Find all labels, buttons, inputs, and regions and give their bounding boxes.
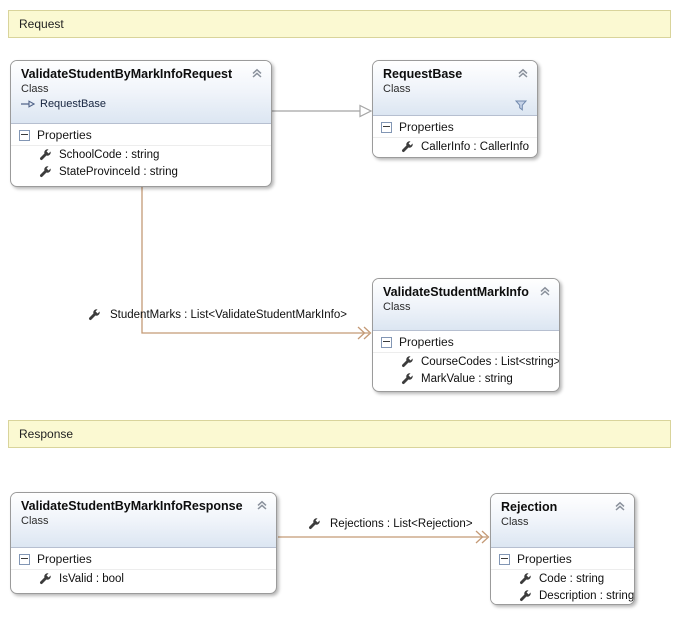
class-header: RequestBase Class — [373, 61, 537, 115]
property-label: Code : string — [539, 572, 605, 585]
class-title: Rejection — [501, 500, 558, 514]
property-wrench-icon — [401, 141, 413, 153]
properties-compartment: Properties SchoolCode : string StateProv… — [11, 123, 271, 180]
property-row[interactable]: Description : string — [491, 587, 634, 604]
properties-label: Properties — [399, 335, 454, 349]
properties-label: Properties — [399, 120, 454, 134]
section-comment-request[interactable]: Request — [8, 10, 671, 38]
association-arrowhead-icon — [481, 530, 490, 544]
property-row[interactable]: Code : string — [491, 570, 634, 587]
minus-box-icon[interactable] — [19, 129, 30, 141]
property-label: MarkValue : string — [421, 372, 513, 385]
property-row[interactable]: MarkValue : string — [373, 370, 559, 387]
minus-box-icon[interactable] — [499, 553, 510, 565]
section-label: Response — [19, 427, 74, 441]
association-rejections-connector[interactable] — [278, 530, 490, 544]
class-title: ValidateStudentMarkInfo — [383, 285, 529, 299]
association-arrowhead-icon — [363, 326, 372, 340]
properties-label: Properties — [37, 552, 92, 566]
collapse-chevron-icon[interactable] — [256, 500, 268, 510]
inheritance-connector[interactable] — [272, 104, 373, 118]
minus-box-icon[interactable] — [19, 553, 30, 565]
section-label: Request — [19, 17, 64, 31]
property-wrench-icon — [519, 573, 531, 585]
property-wrench-icon — [39, 573, 51, 585]
base-type-row: RequestBase — [21, 98, 261, 110]
class-header: ValidateStudentByMarkInfoResponse Class — [11, 493, 276, 547]
collapse-chevron-icon[interactable] — [539, 286, 551, 296]
filter-funnel-icon[interactable] — [515, 100, 527, 111]
association-arrowhead-icon — [357, 326, 366, 340]
class-kind: Class — [501, 516, 529, 528]
properties-header[interactable]: Properties — [11, 124, 271, 146]
property-wrench-icon — [39, 149, 51, 161]
properties-label: Properties — [37, 128, 92, 142]
class-kind: Class — [383, 301, 411, 313]
class-header: Rejection Class — [491, 494, 634, 547]
association-arrowhead-icon — [475, 530, 484, 544]
property-row[interactable]: CallerInfo : CallerInfo — [373, 138, 537, 155]
property-label: CourseCodes : List<string> — [421, 355, 560, 368]
inheritance-icon — [21, 100, 35, 108]
class-title: ValidateStudentByMarkInfoRequest — [21, 67, 233, 81]
properties-label: Properties — [517, 552, 572, 566]
property-label: SchoolCode : string — [59, 148, 160, 161]
property-wrench-icon — [519, 590, 531, 602]
inheritance-arrowhead-icon — [359, 104, 373, 118]
class-title: ValidateStudentByMarkInfoResponse — [21, 499, 243, 513]
property-wrench-icon — [308, 518, 320, 530]
class-title: RequestBase — [383, 67, 463, 81]
properties-header[interactable]: Properties — [373, 331, 559, 353]
properties-compartment: Properties CourseCodes : List<string> Ma… — [373, 330, 559, 387]
properties-compartment: Properties CallerInfo : CallerInfo — [373, 115, 537, 155]
collapse-chevron-icon[interactable] — [517, 68, 529, 78]
minus-box-icon[interactable] — [381, 121, 392, 133]
property-label: Description : string — [539, 589, 635, 602]
class-kind: Class — [21, 83, 49, 95]
property-row[interactable]: SchoolCode : string — [11, 146, 271, 163]
class-box-rejection[interactable]: Rejection Class Properties Code : string — [490, 493, 635, 605]
collapse-chevron-icon[interactable] — [614, 501, 626, 511]
property-label: CallerInfo : CallerInfo — [421, 140, 530, 153]
properties-header[interactable]: Properties — [11, 548, 276, 570]
class-kind: Class — [21, 515, 49, 527]
property-row[interactable]: StateProvinceId : string — [11, 163, 271, 180]
section-comment-response[interactable]: Response — [8, 420, 671, 448]
property-row[interactable]: CourseCodes : List<string> — [373, 353, 559, 370]
class-header: ValidateStudentByMarkInfoRequest Class R… — [11, 61, 271, 123]
class-box-validate-student-by-mark-info-request[interactable]: ValidateStudentByMarkInfoRequest Class R… — [10, 60, 272, 187]
collapse-chevron-icon[interactable] — [251, 68, 263, 78]
property-wrench-icon — [401, 373, 413, 385]
minus-box-icon[interactable] — [381, 336, 392, 348]
class-box-request-base[interactable]: RequestBase Class Properties CallerInfo … — [372, 60, 538, 158]
properties-header[interactable]: Properties — [373, 116, 537, 138]
properties-compartment: Properties Code : string Description : s… — [491, 547, 634, 604]
association-label-studentmarks[interactable]: StudentMarks : List<ValidateStudentMarkI… — [88, 308, 347, 321]
property-wrench-icon — [401, 356, 413, 368]
properties-compartment: Properties IsValid : bool — [11, 547, 276, 587]
properties-header[interactable]: Properties — [491, 548, 634, 570]
association-label-text: Rejections : List<Rejection> — [330, 517, 473, 530]
property-label: IsValid : bool — [59, 572, 124, 585]
property-label: StateProvinceId : string — [59, 165, 178, 178]
base-type-label: RequestBase — [40, 98, 107, 110]
association-label-rejections[interactable]: Rejections : List<Rejection> — [308, 517, 473, 530]
property-wrench-icon — [39, 166, 51, 178]
class-header: ValidateStudentMarkInfo Class — [373, 279, 559, 330]
class-box-validate-student-mark-info[interactable]: ValidateStudentMarkInfo Class Properties… — [372, 278, 560, 392]
class-box-validate-student-by-mark-info-response[interactable]: ValidateStudentByMarkInfoResponse Class … — [10, 492, 277, 594]
property-wrench-icon — [88, 309, 100, 321]
class-kind: Class — [383, 83, 411, 95]
association-label-text: StudentMarks : List<ValidateStudentMarkI… — [110, 308, 347, 321]
property-row[interactable]: IsValid : bool — [11, 570, 276, 587]
